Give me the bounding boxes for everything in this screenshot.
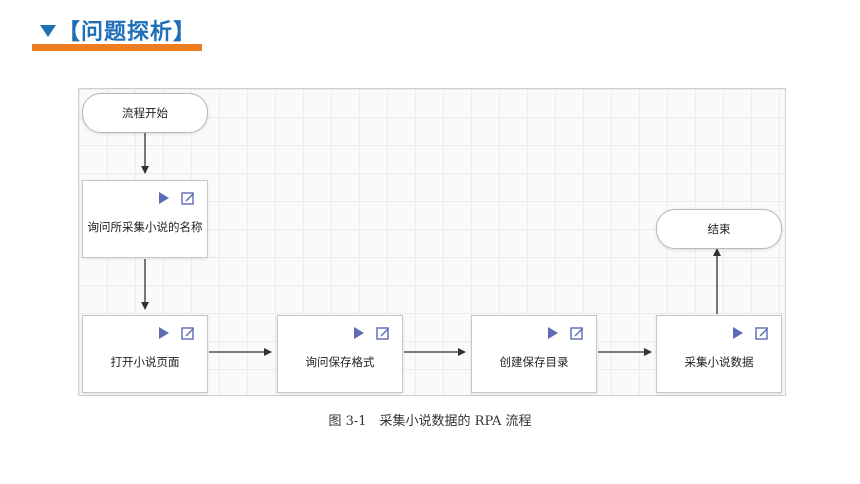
play-icon[interactable]: [354, 327, 364, 339]
end-terminal[interactable]: 结束: [656, 209, 782, 249]
triangle-down-icon: [40, 25, 56, 37]
title-underline: [32, 44, 202, 51]
edit-icon[interactable]: [376, 326, 390, 340]
start-label: 流程开始: [122, 106, 168, 120]
step-open-novel-page[interactable]: 打开小说页面: [82, 315, 208, 393]
step-label: 创建保存目录: [499, 355, 569, 369]
section-title: 【问题探析】: [40, 14, 196, 46]
step-label: 询问所采集小说的名称: [87, 220, 203, 234]
edit-icon[interactable]: [181, 191, 195, 205]
end-label: 结束: [707, 222, 731, 236]
step-ask-novel-name[interactable]: 询问所采集小说的名称: [82, 180, 208, 258]
figure-caption: 图 3-1 采集小说数据的 RPA 流程: [328, 414, 532, 429]
edit-icon[interactable]: [181, 326, 195, 340]
section-title-text: 【问题探析】: [58, 20, 197, 45]
step-label: 采集小说数据: [684, 355, 754, 369]
flow-connectors: [141, 132, 721, 356]
edit-icon[interactable]: [755, 326, 769, 340]
step-label: 打开小说页面: [110, 355, 180, 369]
edit-icon[interactable]: [570, 326, 584, 340]
play-icon[interactable]: [548, 327, 558, 339]
start-terminal[interactable]: 流程开始: [82, 93, 208, 133]
play-icon[interactable]: [159, 327, 169, 339]
step-label: 询问保存格式: [305, 355, 375, 369]
step-collect-novel-data[interactable]: 采集小说数据: [656, 315, 782, 393]
step-create-save-dir[interactable]: 创建保存目录: [471, 315, 597, 393]
play-icon[interactable]: [733, 327, 743, 339]
play-icon[interactable]: [159, 192, 169, 204]
step-ask-save-format[interactable]: 询问保存格式: [277, 315, 403, 393]
flow-canvas: 流程开始 询问所采集小说的名称 打开小说页面 询问保存格式 创建保存目录: [78, 88, 786, 396]
